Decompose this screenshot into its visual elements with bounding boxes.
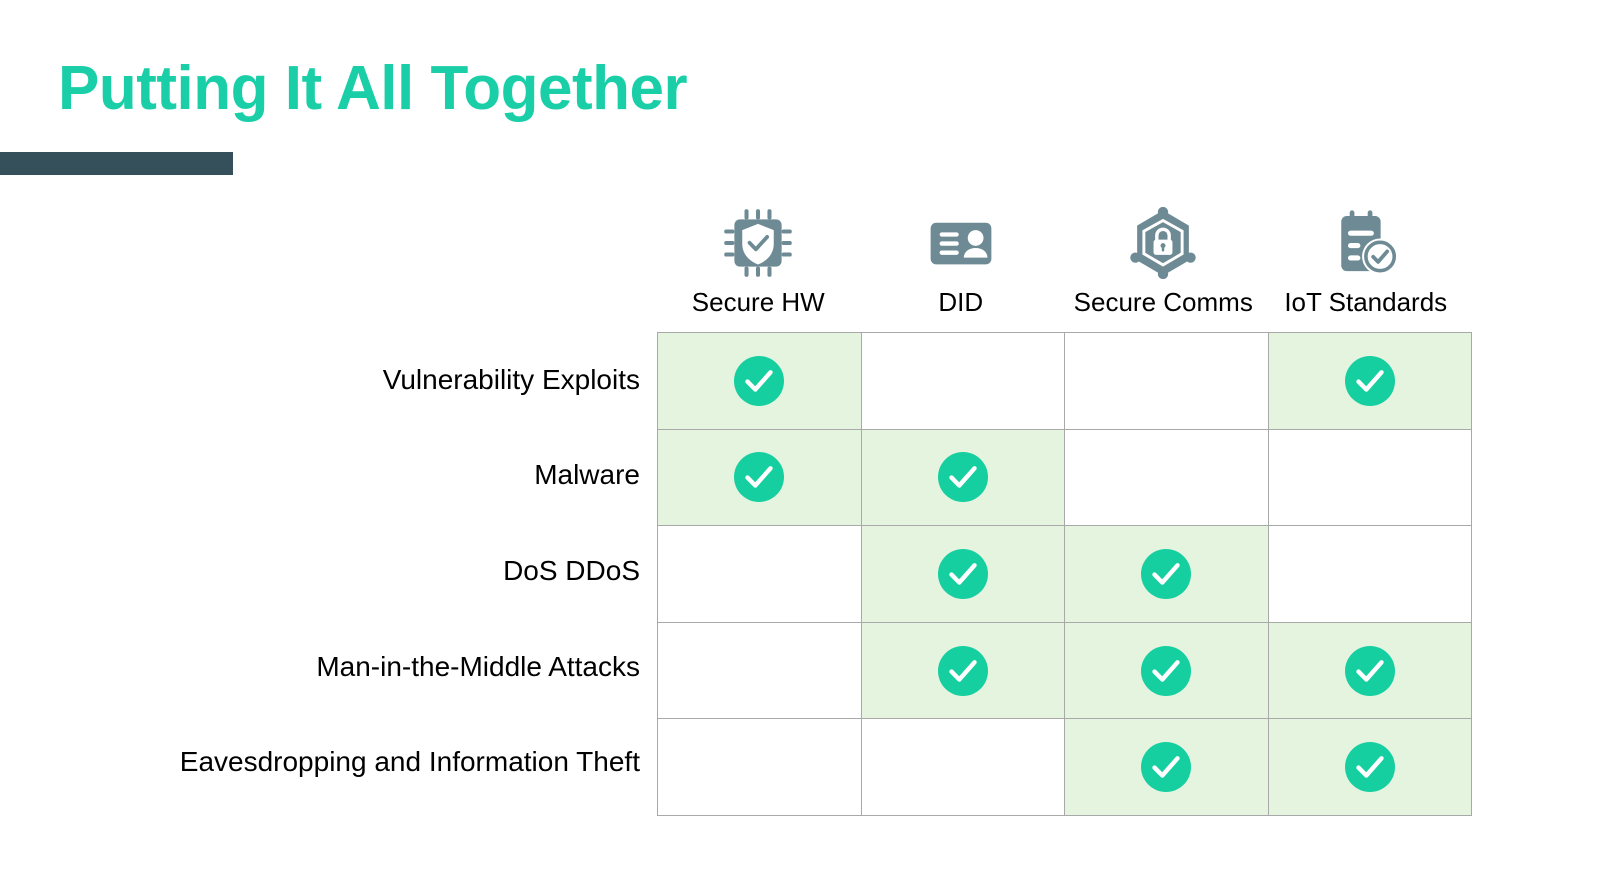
matrix-column-label: DID [938,287,984,317]
matrix-column-header-secure-comms: Secure Comms [1062,190,1265,315]
check-circle-icon [1141,548,1192,599]
matrix-row [657,718,1472,816]
matrix-row-label: Vulnerability Exploits [382,363,640,395]
coverage-matrix [657,332,1472,816]
check-circle-icon [734,355,785,406]
matrix-row-label: Eavesdropping and Information Theft [179,746,640,778]
matrix-cell[interactable] [1267,428,1472,527]
matrix-row [657,525,1472,623]
matrix-column-label: Secure HW [691,287,825,317]
check-circle-icon [1141,742,1192,793]
matrix-cell[interactable] [1267,332,1472,430]
matrix-column-header-did: DID [860,190,1063,315]
matrix-cell[interactable] [860,332,1065,430]
matrix-row [657,428,1472,527]
id-card-person-icon [925,206,997,280]
matrix-cell[interactable] [657,718,862,816]
check-circle-icon [937,548,988,599]
matrix-row-label: DoS DDoS [503,554,640,586]
matrix-cell[interactable] [1267,718,1472,816]
check-circle-icon [937,645,988,696]
matrix-cell[interactable] [1064,621,1269,720]
matrix-cell[interactable] [657,428,862,527]
matrix-row-labels: Vulnerability Exploits Malware DoS DDoS … [60,332,642,810]
check-circle-icon [937,452,988,503]
matrix-cell[interactable] [1064,428,1269,527]
matrix-cell[interactable] [860,621,1065,720]
matrix-cell[interactable] [860,525,1065,623]
matrix-column-label: IoT Standards [1284,287,1448,317]
matrix-row-label: Man-in-the-Middle Attacks [316,650,640,682]
matrix-cell[interactable] [657,621,862,720]
check-circle-icon [734,452,785,503]
check-circle-icon [1344,742,1395,793]
matrix-cell[interactable] [1267,525,1472,623]
title-accent-bar [0,152,233,175]
matrix-column-headers: Secure HW DID [657,190,1467,315]
matrix-table [657,332,1472,816]
matrix-column-label: Secure Comms [1073,287,1253,317]
matrix-cell[interactable] [1064,718,1269,816]
matrix-cell[interactable] [860,718,1065,816]
check-circle-icon [1344,645,1395,696]
matrix-cell[interactable] [1064,525,1269,623]
matrix-row [657,332,1472,430]
clipboard-check-icon [1330,206,1402,280]
matrix-row [657,621,1472,720]
page-title: Putting It All Together [58,54,688,123]
check-circle-icon [1141,645,1192,696]
matrix-column-header-secure-hw: Secure HW [657,190,860,315]
matrix-cell[interactable] [1064,332,1269,430]
matrix-body [657,332,1472,816]
matrix-cell[interactable] [860,428,1065,527]
chip-shield-check-icon [722,206,794,280]
matrix-cell[interactable] [1267,621,1472,720]
matrix-cell[interactable] [657,525,862,623]
matrix-cell[interactable] [657,332,862,430]
matrix-column-header-iot-standards: IoT Standards [1265,190,1468,315]
check-circle-icon [1344,355,1395,406]
matrix-row-label: Malware [534,459,640,491]
hexagon-node-lock-icon [1127,206,1199,280]
